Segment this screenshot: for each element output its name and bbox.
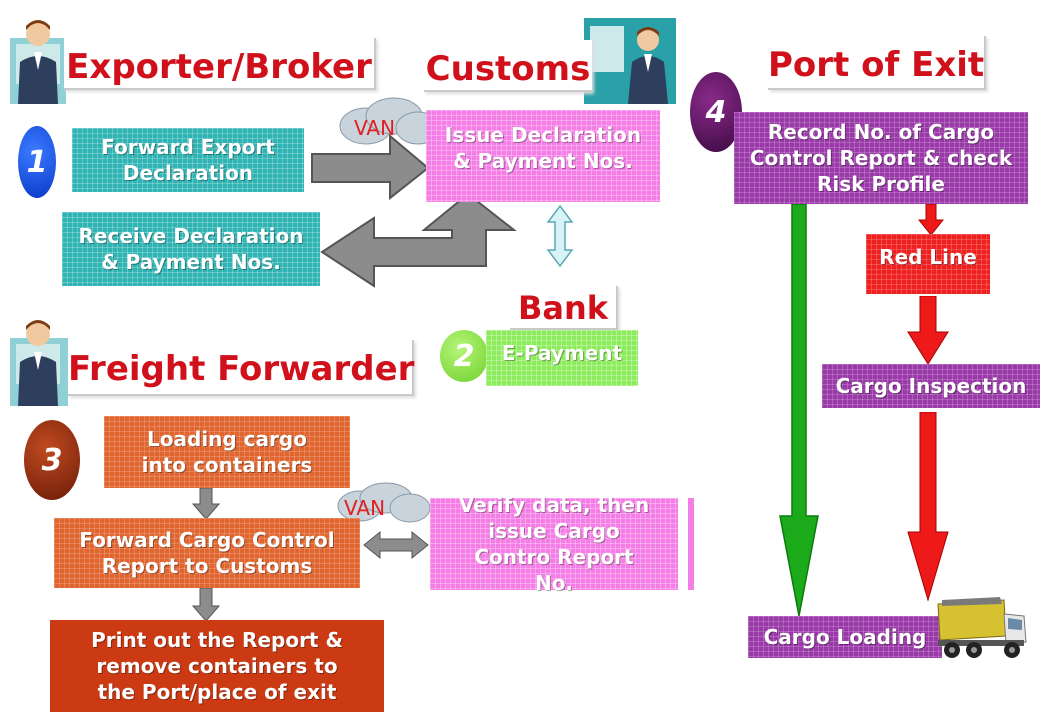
heading-freight-forwarder: Freight Forwarder [68, 340, 414, 396]
van-label-top: VAN [354, 116, 396, 140]
verify-box-edge [688, 498, 694, 590]
box-e-payment: E-Payment [486, 330, 638, 386]
van-cloud-icon [339, 97, 441, 145]
green-line-arrow [779, 204, 819, 617]
truck-icon [937, 597, 1027, 658]
freight-person-icon [10, 320, 68, 406]
step-badge-4: 4 [690, 72, 742, 152]
customs-person-icon [584, 18, 676, 104]
box-print-report: Print out the Report & remove containers… [50, 620, 384, 712]
box-record-cargo-report: Record No. of Cargo Control Report & che… [734, 112, 1028, 204]
box-red-line: Red Line [866, 234, 990, 294]
box-verify-data: Verify data, then issue Cargo Contro Rep… [430, 493, 678, 595]
box-forward-export-declaration: Forward Export Declaration [72, 128, 304, 192]
arrow-forward-verify [363, 530, 429, 560]
arrow-back-to-exporter [320, 192, 517, 288]
box-forward-cargo-report: Forward Cargo Control Report to Customs [54, 518, 360, 588]
step-badge-1: 1 [18, 126, 56, 198]
exporter-person-icon [10, 20, 66, 104]
van-label-bottom: VAN [344, 496, 386, 520]
heading-bank: Bank [510, 286, 618, 330]
box-cargo-loading: Cargo Loading [748, 616, 942, 658]
red-arrow-1 [918, 204, 944, 236]
red-arrow-3 [907, 412, 949, 602]
arrow-to-customs [311, 133, 430, 201]
arrow-down-2 [192, 588, 220, 622]
heading-customs: Customs [424, 40, 592, 92]
heading-port-of-exit: Port of Exit [768, 36, 986, 90]
box-receive-declaration: Receive Declaration & Payment Nos. [62, 212, 320, 286]
heading-exporter-broker: Exporter/Broker [64, 38, 376, 90]
step-badge-3: 3 [24, 420, 80, 500]
box-issue-declaration: Issue Declaration & Payment Nos. [426, 110, 660, 202]
van-cloud-icon [337, 482, 431, 523]
arrow-customs-bank [546, 204, 574, 268]
box-cargo-inspection: Cargo Inspection [822, 364, 1040, 408]
arrow-down-1 [192, 488, 220, 520]
red-arrow-2 [907, 296, 949, 365]
step-badge-2: 2 [440, 330, 488, 382]
box-loading-cargo: Loading cargo into containers [104, 416, 350, 488]
